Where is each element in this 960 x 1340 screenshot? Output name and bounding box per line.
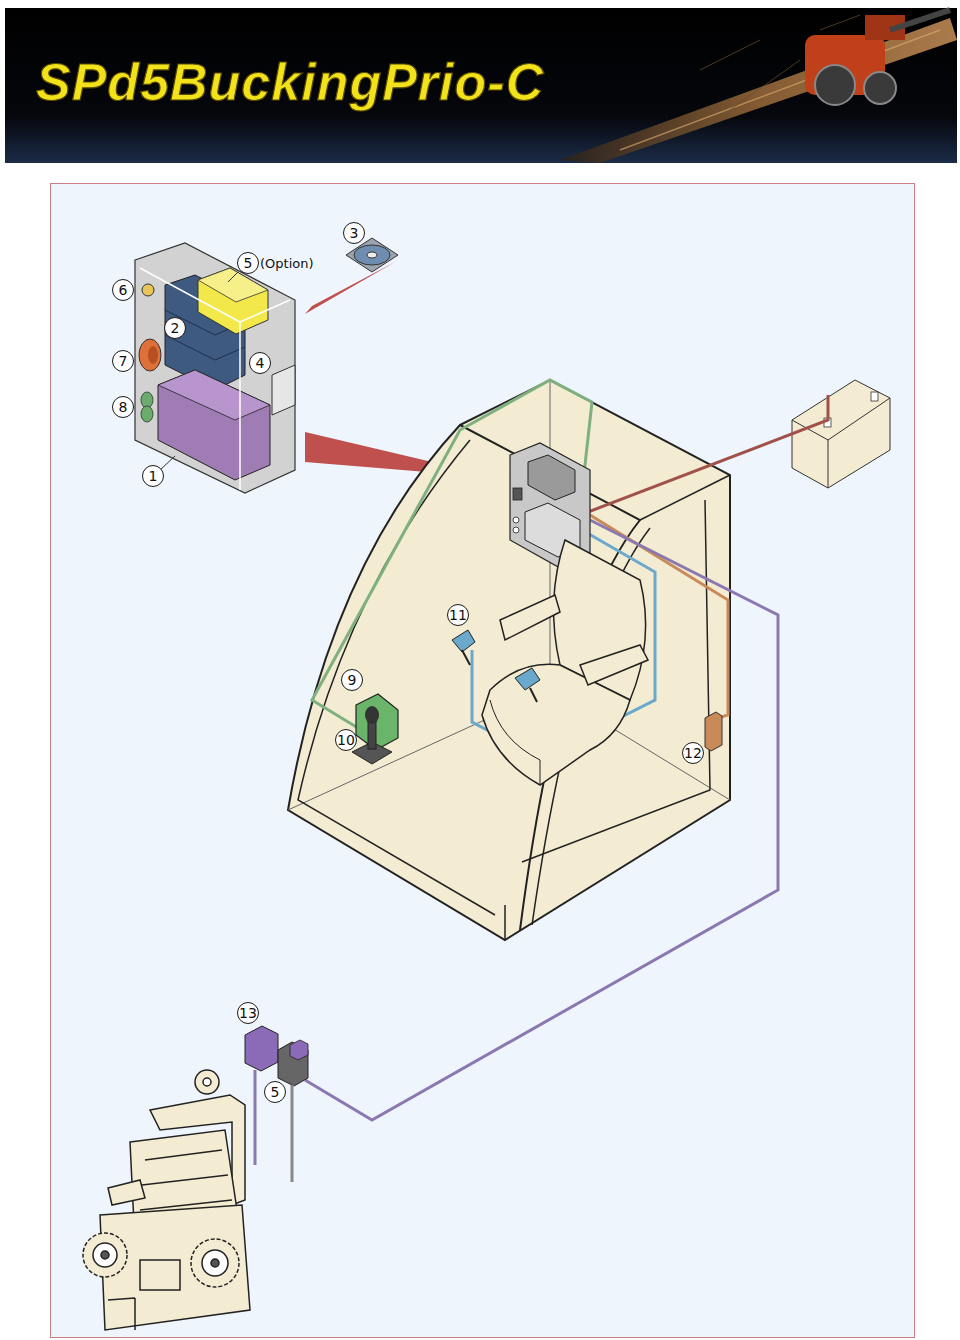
harvester-head (83, 1070, 250, 1330)
harvester-modules (245, 1026, 308, 1182)
header-band-part (620, 30, 940, 150)
display-and-pedal (352, 694, 398, 764)
switch-12 (705, 712, 722, 751)
wires (305, 380, 828, 1120)
control-unit-in-cab-part (513, 527, 519, 533)
harvester-head-part (83, 1233, 127, 1277)
control-unit-detail-part (198, 268, 268, 302)
control-unit-detail-part (198, 268, 268, 334)
harvester-head-part (140, 1260, 180, 1290)
callout-number: 7 (112, 350, 134, 372)
header-band-part (805, 10, 950, 105)
control-unit-in-cab-part (528, 455, 575, 500)
joysticks-part (530, 688, 537, 702)
control-unit-detail-part (140, 268, 290, 490)
cab-body-part (640, 475, 730, 520)
panel-ground-part (51, 184, 915, 1338)
harvester-head-part (140, 1150, 232, 1210)
battery-part (792, 380, 890, 488)
wires-part (305, 520, 778, 1120)
battery-part (871, 392, 878, 401)
callout-number: 2 (164, 317, 186, 339)
display-and-pedal-part (365, 706, 379, 724)
control-unit-detail-part (158, 370, 270, 480)
harvester-modules-part (245, 1026, 278, 1071)
control-unit-detail-part (160, 456, 175, 470)
joysticks-part (515, 668, 540, 690)
harvester-modules-part (254, 1070, 257, 1165)
callout-number: 13 (237, 1002, 259, 1024)
harvester-head-part (93, 1243, 117, 1267)
seat-part (580, 645, 648, 685)
control-unit-detail-part (139, 339, 161, 371)
seat (482, 540, 648, 785)
panel-ground (51, 184, 915, 1338)
callout-number: 6 (112, 279, 134, 301)
header-band-part (864, 72, 896, 104)
cab-body-part (504, 905, 506, 940)
header-band-part (890, 10, 950, 30)
callout-number: 10 (335, 729, 357, 751)
callout-number: 9 (341, 669, 363, 691)
control-unit-detail (135, 243, 295, 493)
callout-number: 4 (249, 352, 271, 374)
harvester-head-part (211, 1259, 219, 1267)
cab-body-part (298, 440, 495, 915)
harvester-head-part (101, 1251, 109, 1259)
callout-number: 5 (264, 1081, 286, 1103)
cab-body (288, 380, 730, 940)
battery (792, 380, 890, 488)
battery-part (792, 398, 890, 488)
harvester-head-part (202, 1250, 228, 1276)
cd-disc-part (367, 252, 377, 258)
control-unit-detail-part (141, 406, 153, 422)
control-unit-in-cab-part (513, 517, 519, 523)
harvester-head-part (203, 1078, 211, 1086)
header-band (5, 8, 957, 163)
harvester-modules-part (291, 1085, 294, 1182)
display-and-pedal-part (356, 694, 398, 750)
callout-number: 5 (237, 252, 259, 274)
harvester-head-part (195, 1070, 219, 1094)
joysticks-part (462, 650, 470, 665)
callout-number: 12 (682, 742, 704, 764)
joysticks (452, 630, 540, 702)
harvester-head-part (108, 1180, 145, 1205)
header-band-part (5, 8, 957, 163)
cd-disc-part (354, 245, 390, 265)
zoom-wedge-part (305, 262, 395, 314)
control-unit-detail-part (142, 284, 154, 296)
joysticks-part (452, 630, 475, 652)
control-unit-detail-part (158, 370, 270, 420)
switch-12-part (705, 712, 722, 751)
harvester-modules-part (290, 1040, 308, 1060)
harvester-head-part (108, 1298, 135, 1330)
control-unit-detail-part (272, 365, 295, 415)
control-unit-in-cab-part (513, 488, 522, 500)
callout-number: 11 (447, 604, 469, 626)
seat-part (500, 595, 560, 640)
control-unit-detail-part (148, 346, 158, 364)
harvester-head-part (191, 1239, 239, 1287)
control-unit-detail-part (228, 272, 238, 282)
callout-number: 3 (343, 222, 365, 244)
seat-part (490, 700, 540, 785)
wires-part (585, 395, 828, 520)
control-unit-detail-part (135, 243, 295, 493)
header-band-part (815, 65, 855, 105)
seat-part (482, 664, 630, 785)
callout-number: 1 (142, 465, 164, 487)
cab-body-part (288, 380, 730, 940)
page-title: SPd5BuckingPrio-C (36, 52, 544, 112)
option-note: (Option) (260, 256, 314, 272)
callout-number: 8 (112, 396, 134, 418)
